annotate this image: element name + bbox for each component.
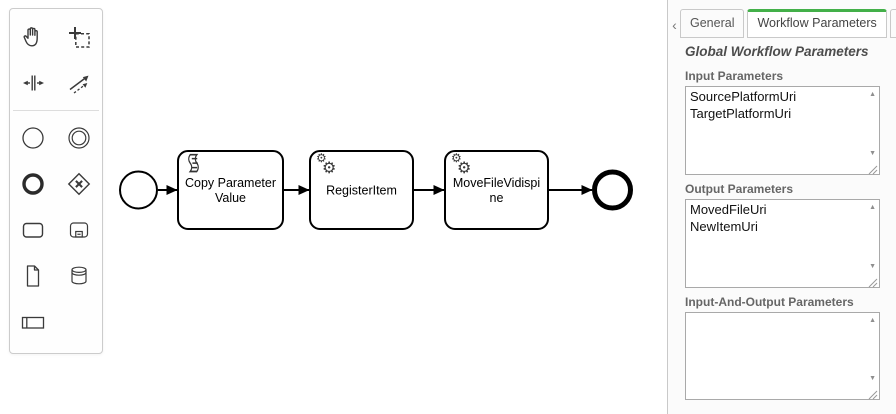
task-movefilevidispine[interactable]: ⚙ ⚙ MoveFileVidispi ne: [444, 150, 549, 230]
scroll-up-icon[interactable]: ▲: [869, 204, 876, 211]
tab-general[interactable]: General: [680, 9, 745, 38]
tab-workflow-parameters[interactable]: Workflow Parameters: [747, 9, 887, 38]
participant-icon: [19, 308, 47, 336]
scroll-down-icon[interactable]: ▼: [869, 375, 876, 382]
hand-tool[interactable]: [10, 14, 56, 60]
create-gateway[interactable]: [56, 161, 102, 207]
tool-palette: [9, 8, 103, 354]
tab-scroll-left-icon[interactable]: ‹: [672, 17, 677, 33]
resize-grip-icon[interactable]: [867, 387, 878, 400]
data-object-icon: [19, 262, 47, 290]
svg-text:⚙: ⚙: [322, 158, 336, 177]
intermediate-event-icon: [65, 124, 93, 152]
properties-panel: ‹ General Workflow Parameters I › Global…: [667, 0, 896, 414]
gateway-xor-icon: [65, 170, 93, 198]
gears-icon: ⚙ ⚙: [316, 151, 337, 178]
input-parameters-box: SourcePlatformUri TargetPlatformUri ▲ ▼: [685, 86, 880, 175]
task-label-line: Copy Parameter: [185, 176, 276, 190]
gears-icon: ⚙ ⚙: [451, 151, 472, 178]
create-participant[interactable]: [10, 299, 56, 345]
scroll-down-icon[interactable]: ▼: [869, 263, 876, 270]
input-and-output-parameters-box: ▲ ▼: [685, 312, 880, 400]
svg-text:⚙: ⚙: [316, 151, 327, 165]
output-parameters-label: Output Parameters: [685, 182, 794, 196]
create-data-object[interactable]: [10, 253, 56, 299]
resize-grip-icon[interactable]: [867, 162, 878, 175]
hand-icon: [19, 23, 47, 51]
resize-grip-icon[interactable]: [867, 275, 878, 288]
create-intermediate-event[interactable]: [56, 115, 102, 161]
create-task[interactable]: [10, 207, 56, 253]
create-end-event[interactable]: [10, 161, 56, 207]
connect-arrows-icon: [65, 69, 93, 97]
create-data-store[interactable]: [56, 253, 102, 299]
palette-separator: [13, 110, 99, 111]
start-event-shape[interactable]: [119, 170, 158, 210]
space-tool[interactable]: [10, 60, 56, 106]
global-connect-tool[interactable]: [56, 60, 102, 106]
svg-text:⚙: ⚙: [457, 158, 471, 177]
lasso-tool[interactable]: [56, 14, 102, 60]
task-icon: [19, 216, 47, 244]
start-event-icon: [19, 124, 47, 152]
task-copy-parameter-value[interactable]: Copy Parameter Value: [177, 150, 284, 230]
diagram-canvas[interactable]: Copy Parameter Value ⚙ ⚙ RegisterItem ⚙ …: [0, 0, 667, 414]
task-registeritem[interactable]: ⚙ ⚙ RegisterItem: [309, 150, 414, 230]
output-parameters-textarea[interactable]: MovedFileUri NewItemUri: [686, 200, 879, 287]
task-label-line: MoveFileVidispi: [453, 176, 540, 190]
input-and-output-parameters-label: Input-And-Output Parameters: [685, 295, 854, 309]
script-icon: [188, 153, 199, 173]
space-tool-icon: [19, 69, 47, 97]
data-store-icon: [65, 262, 93, 290]
input-and-output-parameters-textarea[interactable]: [686, 313, 879, 399]
end-event-icon: [19, 170, 47, 198]
input-parameters-textarea[interactable]: SourcePlatformUri TargetPlatformUri: [686, 87, 879, 174]
subprocess-icon: [65, 216, 93, 244]
create-subprocess[interactable]: [56, 207, 102, 253]
task-label-line: ne: [490, 191, 504, 205]
create-start-event[interactable]: [10, 115, 56, 161]
panel-heading: Global Workflow Parameters: [685, 44, 869, 59]
tab-clipped[interactable]: I: [889, 9, 896, 38]
panel-tab-bar: ‹ General Workflow Parameters I ›: [669, 8, 896, 38]
scroll-up-icon[interactable]: ▲: [869, 91, 876, 98]
scroll-down-icon[interactable]: ▼: [869, 150, 876, 157]
end-event-shape[interactable]: [592, 169, 633, 211]
input-parameters-label: Input Parameters: [685, 69, 784, 83]
task-label-line: RegisterItem: [326, 184, 397, 198]
svg-text:⚙: ⚙: [451, 151, 462, 165]
lasso-icon: [65, 23, 93, 51]
output-parameters-box: MovedFileUri NewItemUri ▲ ▼: [685, 199, 880, 288]
scroll-up-icon[interactable]: ▲: [869, 317, 876, 324]
task-label-line: Value: [215, 191, 246, 205]
